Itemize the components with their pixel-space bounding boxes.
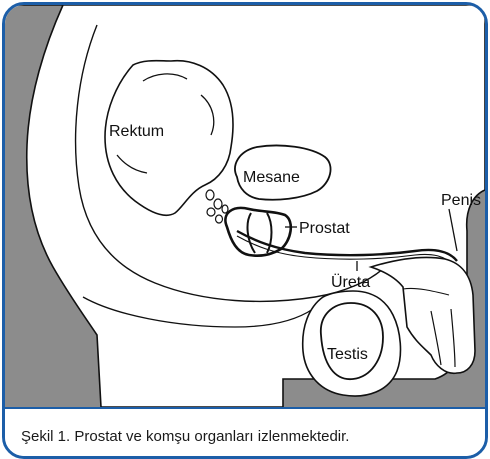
label-urethra: Üreta (331, 273, 370, 291)
label-bladder: Mesane (243, 169, 300, 186)
body-silhouette (5, 5, 485, 407)
label-testis: Testis (327, 346, 368, 363)
anatomy-diagram: Rektum Mesane Prostat Penis Üreta Testis (5, 5, 485, 407)
caption-bar: Şekil 1. Prostat ve komşu organları izle… (5, 407, 485, 456)
label-penis: Penis (441, 192, 481, 209)
testis-outline (321, 303, 383, 379)
label-rectum: Rektum (109, 123, 164, 140)
anatomy-illustration: Rektum Mesane Prostat Penis Üreta Testis (5, 5, 485, 407)
label-prostate: Prostat (299, 220, 350, 237)
figure-caption: Şekil 1. Prostat ve komşu organları izle… (21, 428, 349, 445)
